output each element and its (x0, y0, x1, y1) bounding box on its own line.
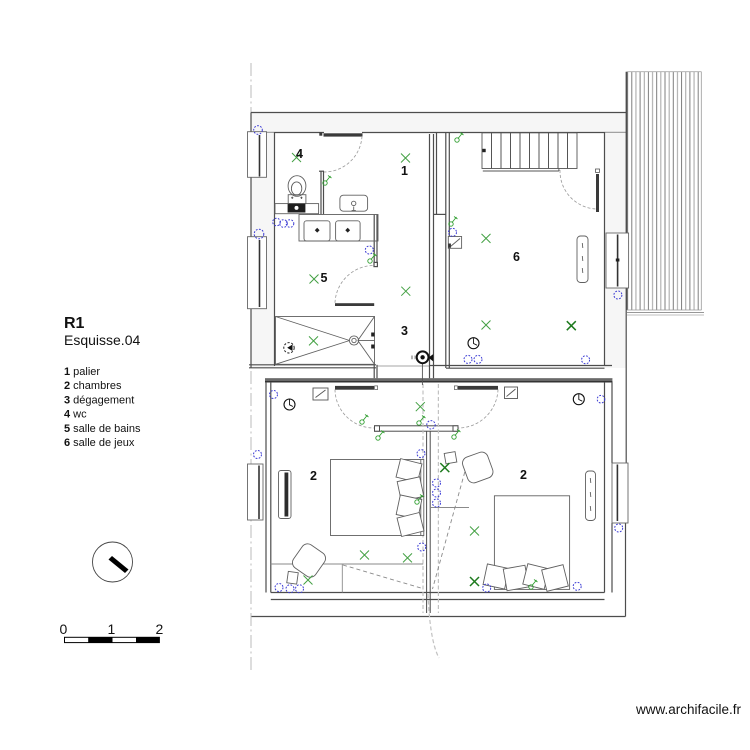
svg-text:5: 5 (321, 271, 328, 285)
svg-text:2 chambres: 2 chambres (64, 380, 122, 392)
svg-text:2: 2 (156, 621, 164, 637)
svg-text:www.archifacile.fr: www.archifacile.fr (635, 702, 742, 717)
svg-text:5 salle de bains: 5 salle de bains (64, 423, 141, 435)
svg-text:4 wc: 4 wc (64, 409, 87, 421)
svg-text:6 salle de jeux: 6 salle de jeux (64, 437, 135, 449)
svg-text:0: 0 (60, 621, 68, 637)
svg-text:R1: R1 (64, 315, 85, 332)
svg-text:4: 4 (296, 147, 303, 161)
svg-text:6: 6 (513, 250, 520, 264)
svg-text:1 palier: 1 palier (64, 366, 100, 378)
svg-text:1: 1 (401, 164, 408, 178)
svg-text:2: 2 (520, 468, 527, 482)
svg-text:3: 3 (401, 324, 408, 338)
svg-text:Esquisse.04: Esquisse.04 (64, 332, 140, 348)
svg-text:3 dégagement: 3 dégagement (64, 394, 134, 406)
svg-text:2: 2 (310, 469, 317, 483)
svg-text:1: 1 (108, 621, 116, 637)
